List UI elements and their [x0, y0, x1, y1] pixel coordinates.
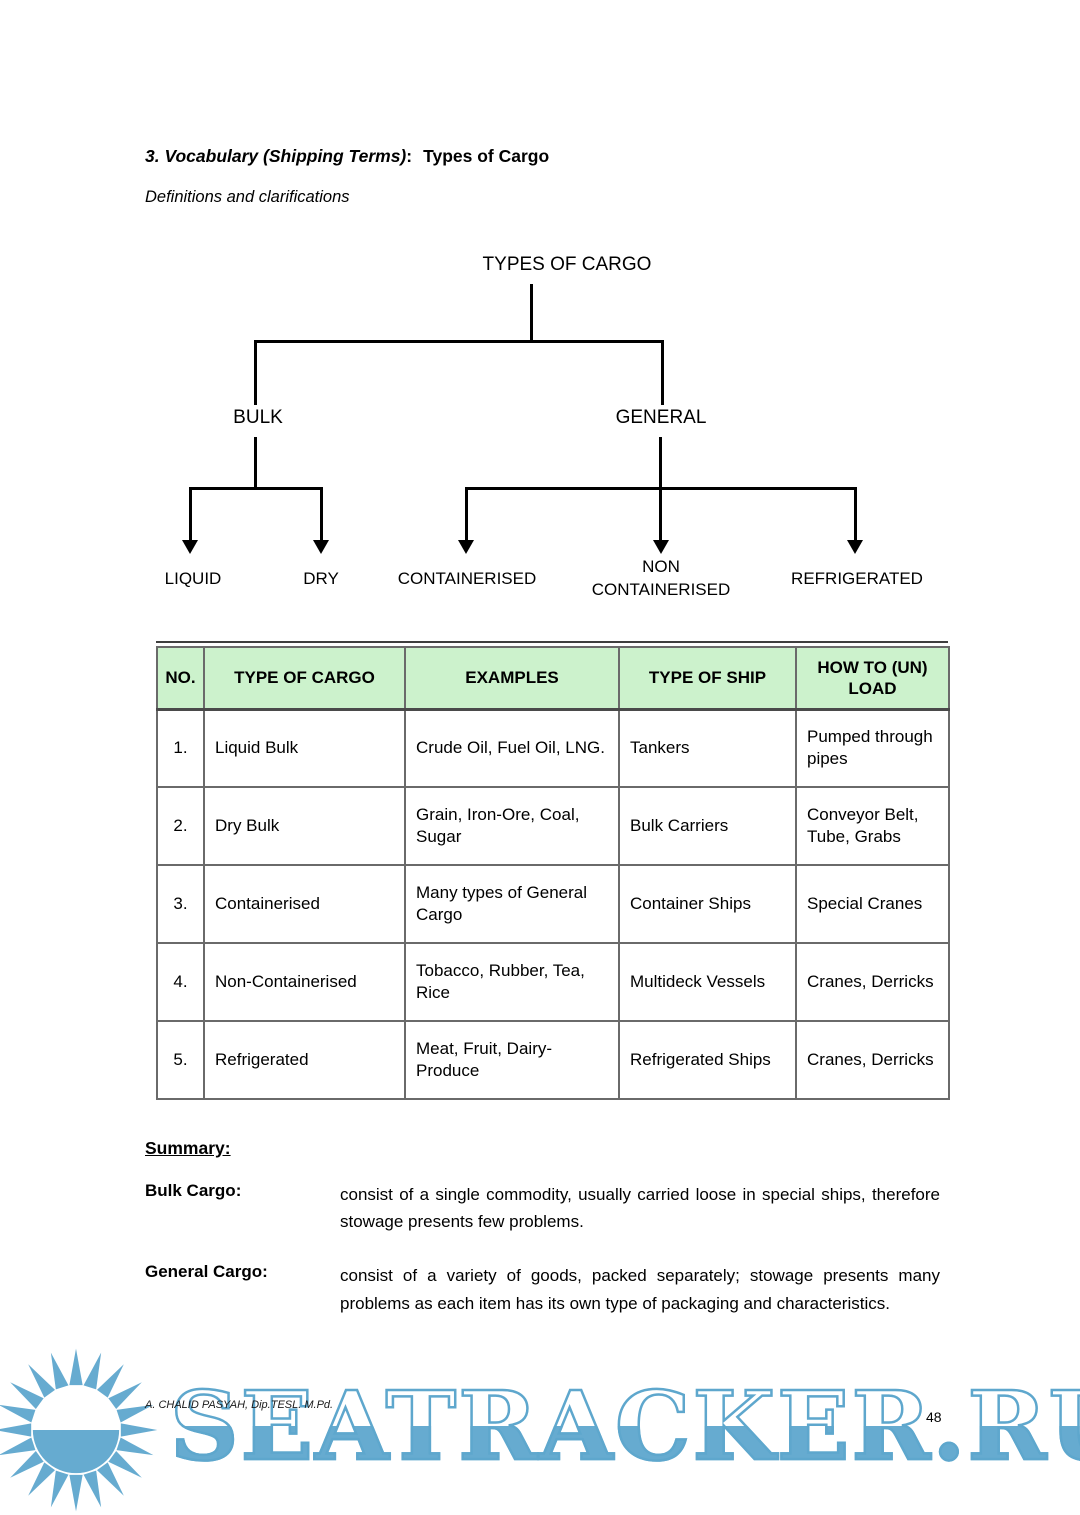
watermark-text: SEATRACKER.RU: [169, 1371, 1080, 1482]
summary-term: Bulk Cargo:: [145, 1181, 242, 1200]
diagram-connector: [254, 340, 257, 405]
sun-bottom-half: [32, 1430, 120, 1474]
summary-heading: Summary:: [145, 1138, 231, 1158]
diagram-leaf-liquid: LIQUID: [164, 569, 222, 588]
table-row: 4. Non-Containerised Tobacco, Rubber, Te…: [156, 942, 950, 1022]
cell-examples: Grain, Iron-Ore, Coal, Sugar: [404, 786, 620, 866]
title-prefix: 3. Vocabulary (Shipping Terms): [145, 146, 407, 166]
cell-no: 1.: [156, 708, 205, 788]
cell-ship: Bulk Carriers: [618, 786, 797, 866]
diagram-connector: [254, 437, 257, 490]
arrow-down-icon: [458, 540, 474, 554]
title-main: Types of Cargo: [423, 146, 550, 166]
cell-no: 3.: [156, 864, 205, 944]
summary-definition: consist of a variety of goods, packed se…: [340, 1266, 940, 1313]
diagram-general-label: GENERAL: [615, 407, 707, 428]
title-separator: :: [406, 146, 413, 166]
sun-logo-icon: [0, 1348, 158, 1512]
page-number: 48: [926, 1409, 942, 1425]
summary-section: Summary: Bulk Cargo: consist of a single…: [145, 1138, 940, 1344]
cell-load: Cranes, Derricks: [795, 1020, 950, 1100]
diagram-leaf-containerised: CONTAINERISED: [397, 569, 537, 588]
cell-no: 4.: [156, 942, 205, 1022]
cell-examples: Many types of General Cargo: [404, 864, 620, 944]
cell-no: 5.: [156, 1020, 205, 1100]
cell-type: Liquid Bulk: [203, 708, 406, 788]
cell-type: Dry Bulk: [203, 786, 406, 866]
cell-type: Non-Containerised: [203, 942, 406, 1022]
cell-load: Special Cranes: [795, 864, 950, 944]
sun-top-half: [32, 1386, 120, 1430]
cell-ship: Refrigerated Ships: [618, 1020, 797, 1100]
summary-definition: consist of a single commodity, usually c…: [340, 1185, 940, 1232]
arrow-down-icon: [653, 540, 669, 554]
diagram-connector: [854, 487, 857, 541]
cell-examples: Crude Oil, Fuel Oil, LNG.: [404, 708, 620, 788]
diagram-root-label: TYPES OF CARGO: [482, 254, 652, 275]
cell-examples: Meat, Fruit, Dairy-Produce: [404, 1020, 620, 1100]
cell-load: Pumped through pipes: [795, 708, 950, 788]
diagram-connector: [189, 487, 192, 541]
summary-item-bulk: Bulk Cargo: consist of a single commodit…: [145, 1181, 940, 1235]
cargo-table: NO. TYPE OF CARGO EXAMPLES TYPE OF SHIP …: [156, 646, 950, 1100]
cell-ship: Tankers: [618, 708, 797, 788]
diagram-connector: [659, 437, 662, 541]
diagram-connector: [320, 487, 323, 541]
col-header-examples: EXAMPLES: [404, 646, 620, 711]
arrow-down-icon: [847, 540, 863, 554]
diagram-leaf-non-containerised: NON CONTAINERISED: [591, 557, 731, 599]
cell-ship: Container Ships: [618, 864, 797, 944]
diagram-leaf-dry: DRY: [303, 569, 339, 588]
table-row: 2. Dry Bulk Grain, Iron-Ore, Coal, Sugar…: [156, 786, 950, 866]
cell-examples: Tobacco, Rubber, Tea, Rice: [404, 942, 620, 1022]
diagram-connector: [465, 487, 468, 541]
table-top-rule: [156, 641, 948, 643]
page-title: 3. Vocabulary (Shipping Terms): Types of …: [145, 146, 549, 167]
diagram-bulk-label: BULK: [233, 407, 283, 428]
table-row: 1. Liquid Bulk Crude Oil, Fuel Oil, LNG.…: [156, 708, 950, 788]
table-row: 3. Containerised Many types of General C…: [156, 864, 950, 944]
diagram-connector: [254, 340, 664, 343]
cell-type: Refrigerated: [203, 1020, 406, 1100]
table-header-row: NO. TYPE OF CARGO EXAMPLES TYPE OF SHIP …: [156, 646, 950, 711]
cell-load: Cranes, Derricks: [795, 942, 950, 1022]
cell-type: Containerised: [203, 864, 406, 944]
footer-author-text: A. CHALID PASYAH, Dip.TESL. M.Pd.: [145, 1399, 334, 1411]
page-subtitle: Definitions and clarifications: [145, 188, 350, 206]
summary-term: General Cargo:: [145, 1262, 268, 1282]
table-row: 5. Refrigerated Meat, Fruit, Dairy-Produ…: [156, 1020, 950, 1100]
diagram-connector: [530, 284, 533, 342]
cell-no: 2.: [156, 786, 205, 866]
arrow-down-icon: [182, 540, 198, 554]
col-header-type-of-ship: TYPE OF SHIP: [618, 646, 797, 711]
arrow-down-icon: [313, 540, 329, 554]
summary-item-general: General Cargo: consist of a variety of g…: [145, 1262, 940, 1316]
diagram-connector: [189, 487, 323, 490]
col-header-how-to-unload: HOW TO (UN) LOAD: [795, 646, 950, 711]
diagram-leaf-refrigerated: REFRIGERATED: [791, 569, 923, 588]
cell-load: Conveyor Belt, Tube, Grabs: [795, 786, 950, 866]
col-header-type-of-cargo: TYPE OF CARGO: [203, 646, 406, 711]
cell-ship: Multideck Vessels: [618, 942, 797, 1022]
diagram-connector: [661, 340, 664, 405]
col-header-no: NO.: [156, 646, 205, 711]
